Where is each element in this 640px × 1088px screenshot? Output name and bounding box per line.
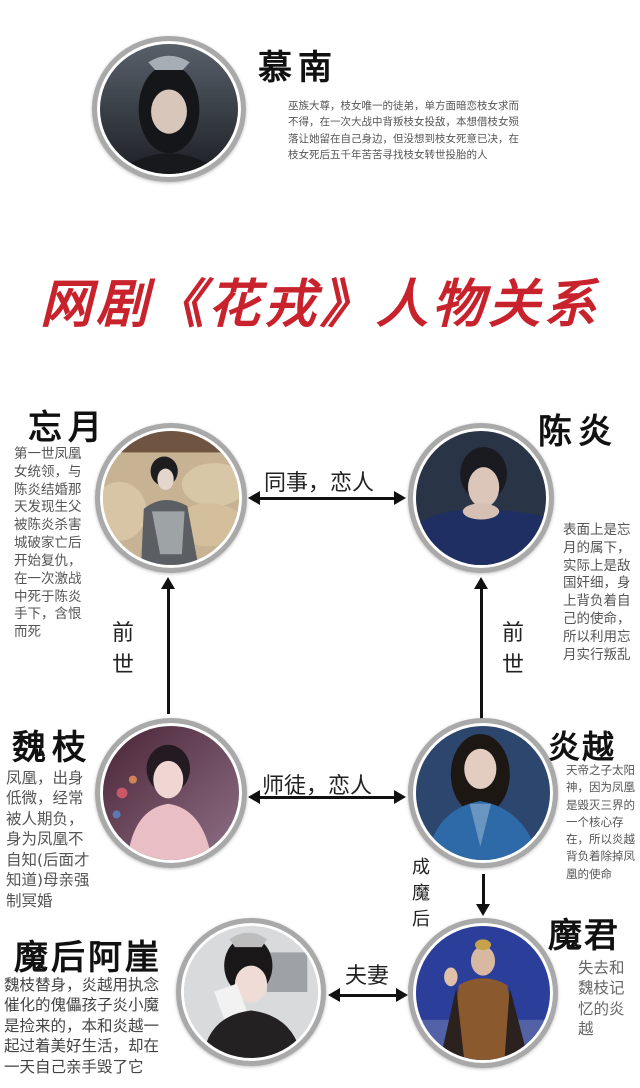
name-yanyue: 炎越: [548, 728, 617, 766]
relation-label-mohou-mojun: 夫妻: [345, 964, 390, 989]
munan-photo: [100, 44, 238, 174]
name-chenyan: 陈炎: [538, 412, 618, 452]
arrow-weizhi-wangyue: [167, 584, 170, 714]
name-wangyue: 忘月: [28, 408, 108, 448]
portrait-mojun: [408, 918, 558, 1068]
arrow-weizhi-yanyue: [256, 796, 396, 799]
weizhi-photo: [103, 726, 239, 860]
portrait-munan: [92, 36, 246, 182]
arrowhead-left-icon: [248, 491, 260, 505]
portrait-mohou: [176, 918, 326, 1066]
name-munan: 慕南: [258, 48, 338, 88]
portrait-yanyue: [408, 718, 558, 868]
desc-munan: 巫族大尊，枝女唯一的徒弟，单方面暗恋枝女求而不得，在一次大战中背叛枝女投敌，本想…: [288, 100, 519, 161]
arrowhead-up-icon: [474, 577, 488, 589]
portrait-wangyue: [95, 423, 247, 573]
name-mojun: 魔君: [548, 916, 620, 956]
arrowhead-left-icon: [328, 988, 340, 1002]
portrait-chenyan: [408, 423, 554, 573]
portrait-weizhi: [95, 718, 247, 868]
desc-weizhi: 凤凰，出身低微，经常被人期负，身为凤凰不自知(后面才知道)母亲强制冥婚: [6, 769, 90, 910]
arrowhead-right-icon: [396, 988, 408, 1002]
arrowhead-right-icon: [394, 491, 406, 505]
mojun-photo: [416, 926, 550, 1060]
relation-label-weizhi-yanyue: 师徒，恋人: [262, 774, 373, 799]
desc-mohou: 魏枝替身，炎越用执念催化的傀儡孩子炎小魔是捡来的，本和炎越一起过着美好生活，却在…: [4, 976, 160, 1076]
arrowhead-up-icon: [161, 577, 175, 589]
relation-label-yanyue-mojun: 成魔后: [412, 857, 430, 931]
yanyue-photo: [416, 726, 550, 860]
relation-label-weizhi-wangyue: 前世: [111, 621, 134, 678]
arrow-yanyue-chenyan: [480, 584, 483, 720]
mohou-photo: [184, 926, 318, 1058]
desc-chenyan: 表面上是忘月的属下，实际上是敌国奸细，身上背负着自己的使命，所以利用忘月实行叛乱: [563, 522, 631, 663]
desc-wangyue: 第一世凤凰女统领，与陈炎结婚那天发现生父被陈炎杀害城破家亡后开始复仇，在一次激战…: [14, 446, 82, 641]
chenyan-photo: [416, 431, 546, 565]
arrowhead-down-icon: [476, 904, 490, 916]
arrow-mohou-mojun: [336, 994, 398, 997]
arrow-yanyue-mojun: [482, 874, 485, 906]
desc-mojun: 失去和魏枝记忆的炎越: [578, 959, 625, 1039]
page-title: 网剧《花戎》人物关系: [39, 274, 600, 335]
wangyue-photo: [103, 431, 239, 565]
desc-yanyue: 天帝之子太阳神，因为凤凰是毁灭三界的一个核心存在，所以炎越背负着除掉凤凰的使命: [566, 763, 635, 881]
arrowhead-right-icon: [394, 790, 406, 804]
name-weizhi: 魏枝: [12, 728, 92, 768]
relation-label-yanyue-chenyan: 前世: [501, 621, 524, 678]
name-mohou: 魔后阿崖: [14, 938, 162, 978]
arrowhead-left-icon: [248, 790, 260, 804]
arrow-wangyue-chenyan: [256, 497, 396, 500]
relation-label-wangyue-chenyan: 同事，恋人: [264, 471, 375, 496]
